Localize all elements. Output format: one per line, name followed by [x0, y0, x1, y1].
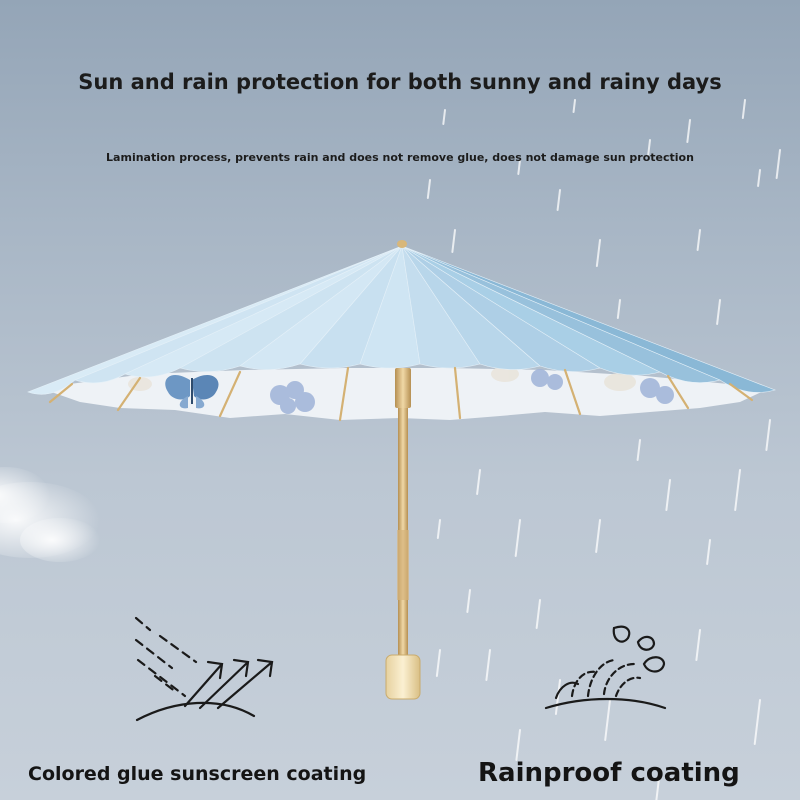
rain-drop — [476, 469, 481, 495]
rain-drop — [572, 99, 576, 113]
rain-drop — [435, 649, 441, 677]
rain-drop — [753, 699, 761, 745]
rain-drop — [595, 519, 601, 553]
rain-drop — [686, 119, 691, 143]
umbrella-handle — [385, 654, 421, 700]
rain-drop — [514, 519, 521, 557]
rain-drop — [535, 599, 541, 629]
umbrella-shaft — [398, 368, 408, 668]
cloud — [0, 467, 100, 562]
rain-drop — [595, 239, 601, 267]
rain-drop — [466, 589, 471, 613]
subheadline: Lamination process, prevents rain and do… — [106, 151, 694, 164]
umbrella-runner — [395, 368, 411, 408]
flower-print — [128, 366, 674, 414]
rain-drop — [442, 109, 446, 125]
umbrella-rib — [666, 374, 690, 410]
butterfly-print — [165, 375, 219, 409]
rain-drop — [716, 299, 721, 325]
rain-drop — [741, 99, 746, 119]
umbrella-canopy — [27, 245, 776, 395]
rain-drop — [775, 149, 781, 179]
feature-label-sunscreen: Colored glue sunscreen coating — [28, 763, 367, 785]
rain-drop — [604, 699, 611, 741]
umbrella-ribs — [48, 366, 754, 422]
rain-drop — [616, 299, 621, 319]
umbrella — [27, 240, 776, 700]
rain-splash-icon — [544, 625, 667, 710]
rain-drop — [517, 159, 521, 175]
umbrella-rib — [48, 382, 74, 404]
umbrella-rib — [116, 376, 142, 412]
umbrella-rib — [728, 382, 754, 402]
rain-drop — [636, 439, 641, 461]
rain-drop — [706, 539, 711, 565]
rain-streaks — [426, 99, 781, 800]
rain-drop — [655, 769, 661, 800]
sun-ray-reflection-icon — [134, 616, 274, 722]
canopy-panel — [401, 245, 776, 393]
umbrella-rib — [338, 366, 350, 422]
rain-drop — [734, 469, 741, 511]
rain-drop — [665, 479, 671, 511]
rain-drop — [695, 629, 701, 661]
umbrella-tip — [397, 240, 407, 248]
feature-label-rainproof: Rainproof coating — [478, 758, 740, 788]
rain-drop — [556, 189, 561, 211]
rain-drop — [554, 679, 561, 715]
rain-drop — [757, 169, 761, 187]
rain-drop — [696, 229, 701, 251]
rain-drop — [426, 179, 431, 199]
rain-drop — [451, 229, 456, 253]
rain-drop — [436, 519, 441, 539]
rain-drop — [647, 139, 651, 157]
headline: Sun and rain protection for both sunny a… — [78, 70, 722, 94]
umbrella-rib — [218, 370, 242, 418]
rain-drop — [485, 649, 491, 681]
umbrella-rib — [453, 366, 462, 420]
rain-drop — [515, 729, 521, 761]
umbrella-rib — [563, 368, 582, 416]
rain-drop — [765, 419, 771, 451]
